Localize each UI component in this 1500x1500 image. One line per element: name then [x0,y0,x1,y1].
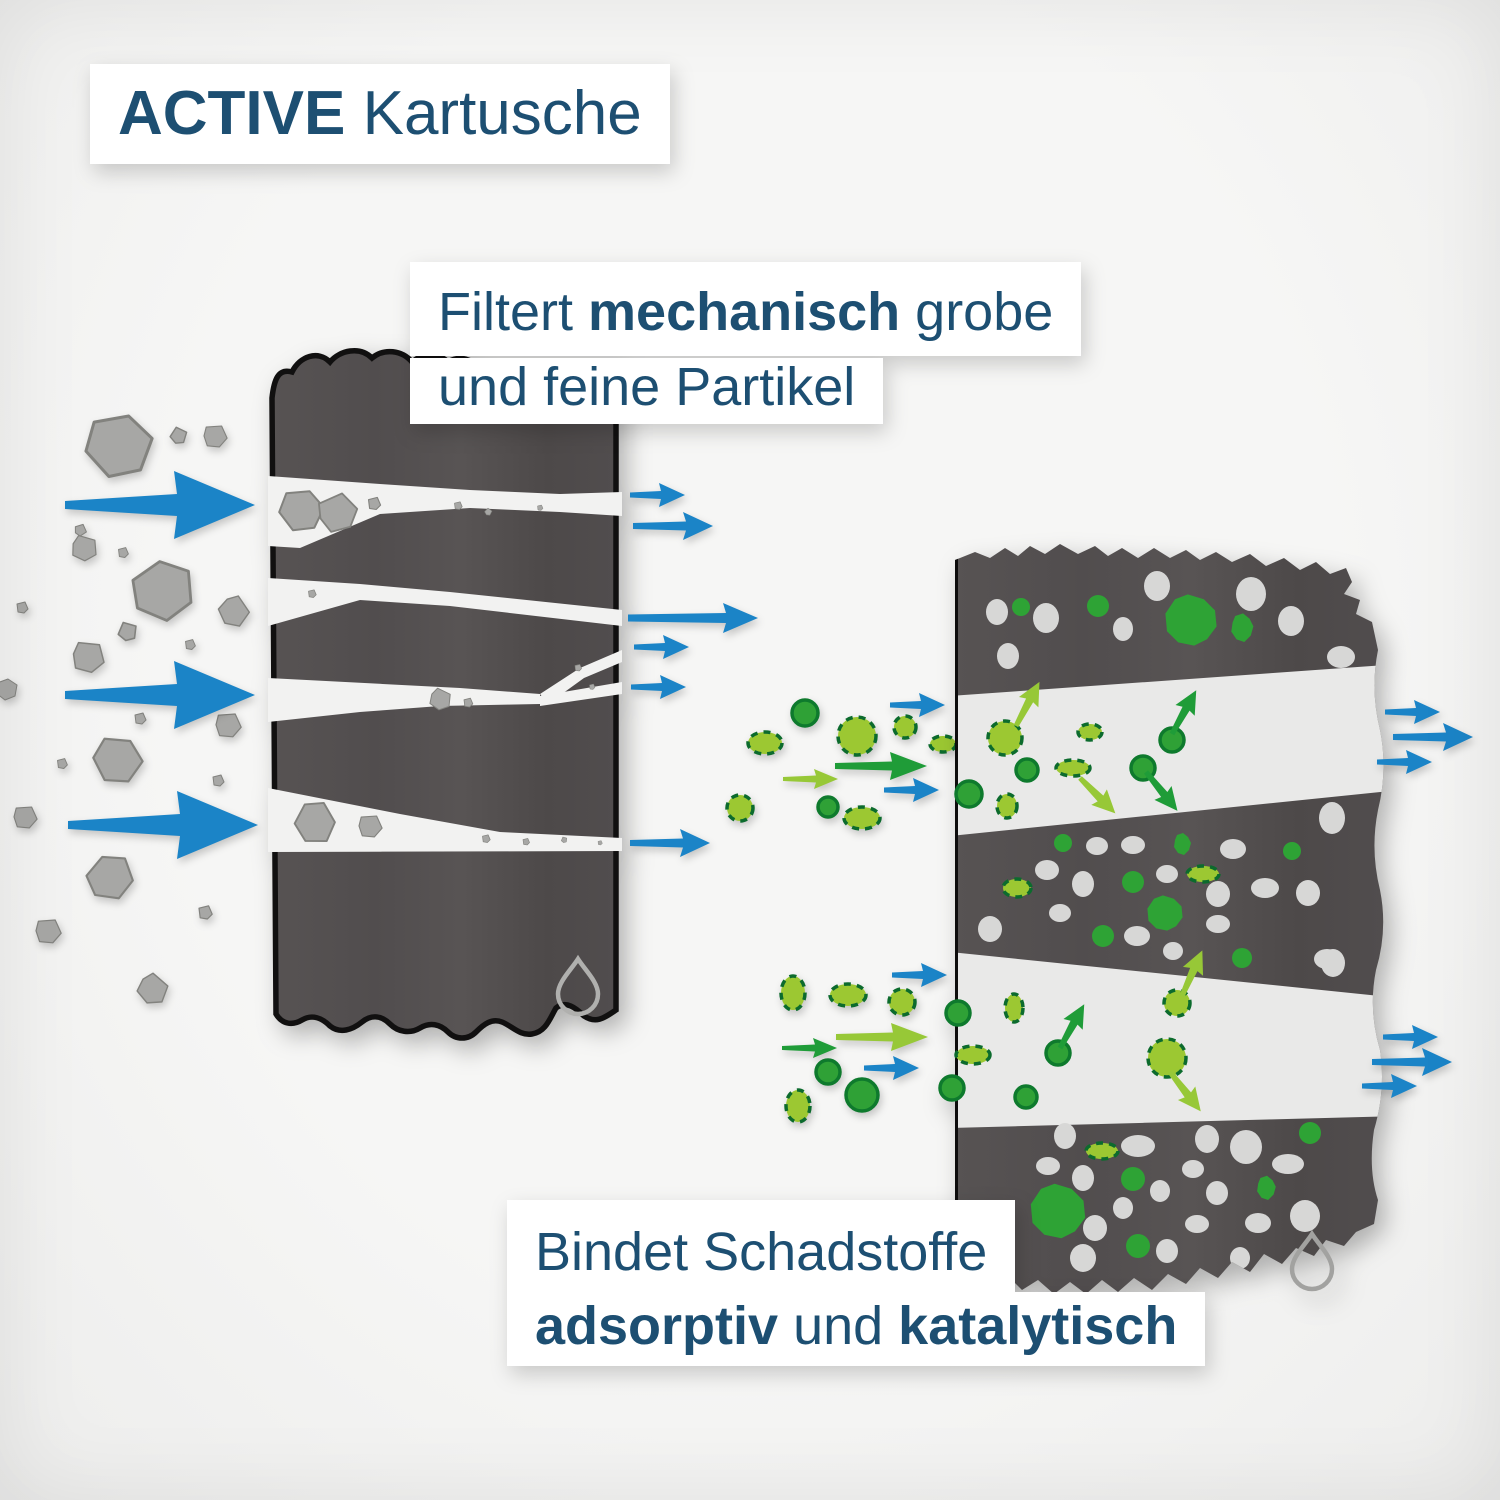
active-filter-block [938,544,1384,1294]
title-rest: Kartusche [345,79,642,148]
block-left-edge [955,556,958,1266]
page-title: ACTIVE Kartusche [90,64,670,164]
adsorption-arrows-lower [938,945,1213,1119]
adsorption-arrows-upper [954,676,1206,822]
bind-line2-mid: und [778,1296,899,1356]
mech-line1-bold: mechanisch [588,282,901,342]
filter-channels [268,476,622,852]
pollutant-particles-lower [779,963,947,1124]
pollutant-particles-upper [725,693,958,831]
bind-line1: Bindet Schadstoffe [507,1200,1016,1292]
bind-line2-bold2: katalytisch [898,1296,1178,1356]
bind-line2-bold1: adsorptiv [535,1296,779,1356]
label-mechanical-filtering: Filtert mechanisch grobe und feine Parti… [410,262,1082,424]
mech-line2: und feine Partikel [410,358,884,424]
title-highlight: ACTIVE [118,79,346,148]
mechanical-filter-block [268,348,622,1041]
mech-line1-suffix: grobe [900,282,1054,342]
pore-dots [978,571,1355,1272]
label-pollutant-binding: Bindet Schadstoffe adsorptiv und katalyt… [507,1200,1206,1366]
title-card: ACTIVE Kartusche [90,64,670,164]
mech-line1-prefix: Filtert [438,282,589,342]
